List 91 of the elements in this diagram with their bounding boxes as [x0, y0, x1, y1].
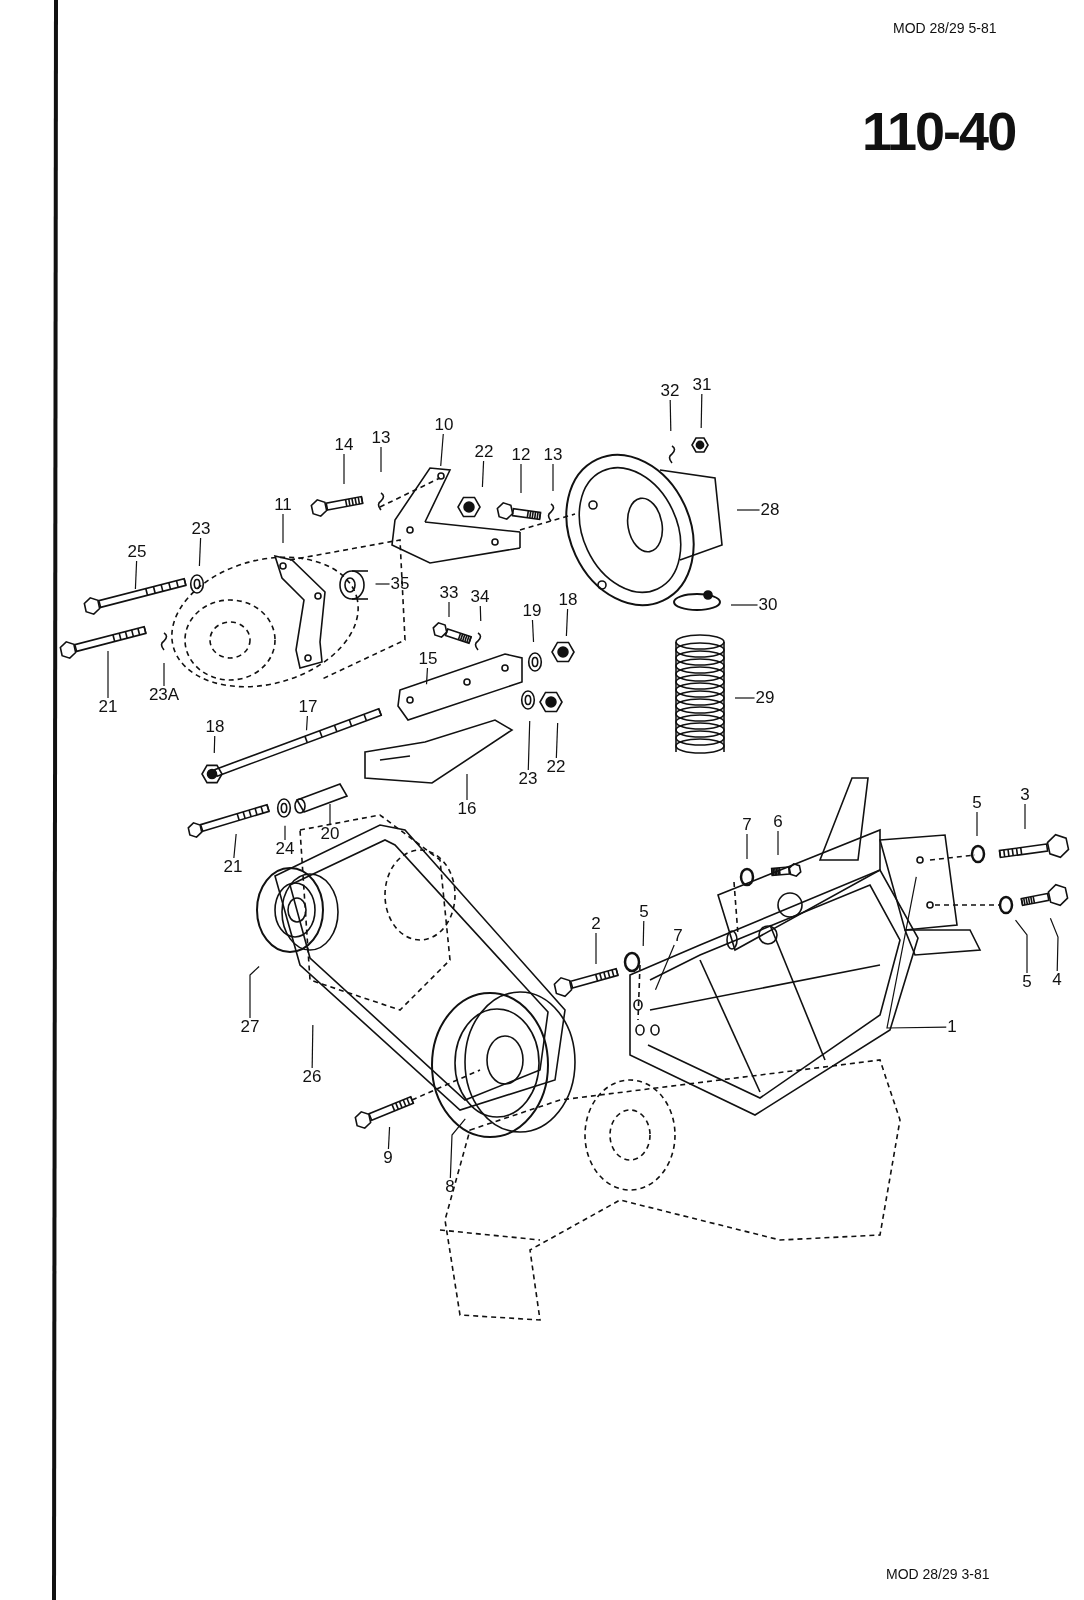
leader-line [163, 662, 165, 687]
leader-line [311, 1024, 314, 1069]
leader-line [466, 773, 468, 801]
callout-number: 22 [545, 758, 567, 776]
leader-line [527, 720, 531, 771]
callout-number: 33 [438, 584, 460, 602]
callout-number: 2 [590, 915, 602, 933]
callout-number: 23 [517, 770, 539, 788]
leader-line [343, 453, 345, 485]
leader-line [282, 513, 284, 544]
leader-line [552, 463, 554, 492]
callout-number: 18 [204, 718, 226, 736]
leader-line [198, 537, 202, 567]
callout-number: 9 [382, 1149, 394, 1167]
callout-number: 32 [659, 382, 681, 400]
leader-line [886, 876, 947, 1029]
callout-number: 20 [319, 825, 341, 843]
callout-number: 24 [274, 840, 296, 858]
leader-line [380, 446, 382, 473]
leader-line [976, 811, 978, 837]
callout-number: 17 [297, 698, 319, 716]
leader-line [329, 803, 331, 826]
callout-number: 23A [147, 686, 181, 704]
leader-line [134, 560, 138, 590]
leader-line [746, 833, 748, 860]
callout-number: 5 [971, 794, 983, 812]
callout-number: 19 [521, 602, 543, 620]
callout-number: 18 [557, 591, 579, 609]
leader-line [425, 667, 429, 685]
model-date-note: MOD 28/29 3-81 [886, 1566, 990, 1582]
leader-line [374, 583, 391, 585]
leader-line [520, 463, 522, 494]
callout-number: 5 [1021, 973, 1033, 991]
callout-number: 7 [672, 927, 684, 945]
leader-line [233, 833, 237, 859]
leader-line [734, 697, 756, 699]
callout-number: 34 [469, 588, 491, 606]
leader-line [107, 650, 109, 699]
callout-number: 4 [1051, 971, 1063, 989]
leader-line [440, 433, 444, 467]
leader-line [730, 604, 759, 606]
page-number: 110-40 [862, 100, 1016, 162]
callout-number: 7 [741, 816, 753, 834]
leader-line [555, 722, 559, 759]
leader-line [1024, 803, 1026, 830]
leader-line [213, 735, 216, 754]
callout-number: 27 [239, 1018, 261, 1036]
leader-line [481, 460, 485, 488]
callout-number: 12 [510, 446, 532, 464]
callout-number: 13 [542, 446, 564, 464]
callout-number: 28 [759, 501, 781, 519]
leader-line [669, 399, 672, 432]
callout-number: 11 [273, 496, 293, 514]
callout-number: 3 [1019, 786, 1031, 804]
callout-number: 29 [754, 689, 776, 707]
leader-line [284, 825, 286, 841]
callout-number: 25 [126, 543, 148, 561]
callout-number: 23 [190, 520, 212, 538]
leader-line [736, 509, 761, 511]
callout-number: 31 [691, 376, 713, 394]
callout-number: 8 [444, 1178, 456, 1196]
callout-number: 10 [433, 416, 455, 434]
callout-number: 35 [389, 575, 411, 593]
callout-number: 6 [772, 813, 784, 831]
callout-number: 16 [456, 800, 478, 818]
callout-number: 13 [370, 429, 392, 447]
leader-line [1014, 919, 1028, 974]
leader-line [777, 830, 779, 856]
model-date-note: MOD 28/29 5-81 [893, 20, 997, 36]
leader-line [249, 965, 260, 1019]
leader-line [654, 944, 675, 991]
leader-line [448, 601, 450, 618]
leader-line [449, 1118, 466, 1179]
leader-line [479, 605, 482, 622]
callout-number: 15 [417, 650, 439, 668]
callout-number: 22 [473, 443, 495, 461]
callout-number: 21 [97, 698, 119, 716]
leader-line [642, 920, 645, 947]
leader-line [565, 608, 569, 637]
leader-line [700, 393, 703, 429]
leader-line [595, 932, 597, 965]
callout-number: 26 [301, 1068, 323, 1086]
callout-number: 1 [946, 1018, 958, 1036]
callout-number: 5 [638, 903, 650, 921]
leader-line [305, 715, 309, 731]
leader-line [387, 1126, 391, 1150]
leader-line [1049, 917, 1059, 972]
callout-number: 14 [333, 436, 355, 454]
leader-line [531, 619, 535, 643]
callout-number: 30 [757, 596, 779, 614]
callout-number: 21 [222, 858, 244, 876]
